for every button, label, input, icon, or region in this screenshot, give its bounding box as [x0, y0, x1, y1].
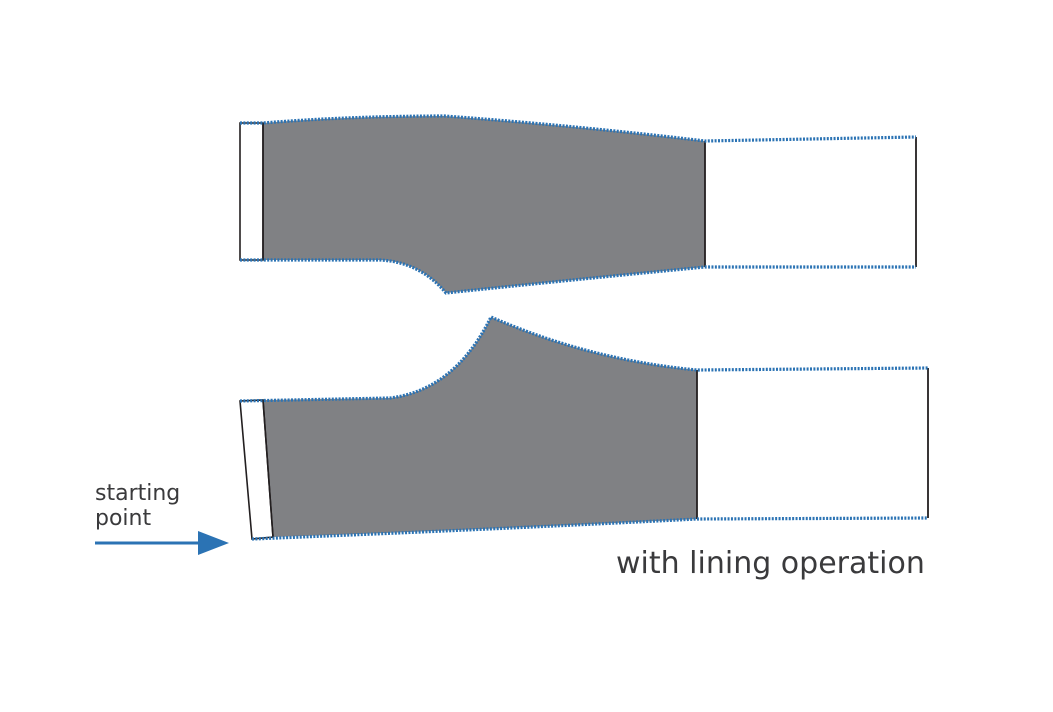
top-piece-bottom-seam	[240, 258, 916, 295]
starting-point-label-line2: point	[95, 506, 152, 531]
bottom-piece-top-seam	[239, 314, 929, 403]
bottom-piece-right-section	[697, 368, 928, 519]
bottom-piece-gray-body	[263, 317, 697, 537]
top-sleeve-piece	[239, 114, 917, 295]
arrow-right-icon	[95, 531, 229, 555]
top-piece-gray-body	[263, 116, 705, 293]
starting-point-label-line1: starting	[95, 481, 181, 506]
bottom-sleeve-piece	[239, 314, 929, 541]
bottom-piece-bottom-seam	[251, 516, 929, 541]
top-piece-top-seam	[240, 114, 917, 143]
diagram-caption: with lining operation	[616, 546, 925, 581]
top-piece-left-cuff	[239, 122, 264, 261]
top-piece-right-section	[705, 137, 916, 267]
